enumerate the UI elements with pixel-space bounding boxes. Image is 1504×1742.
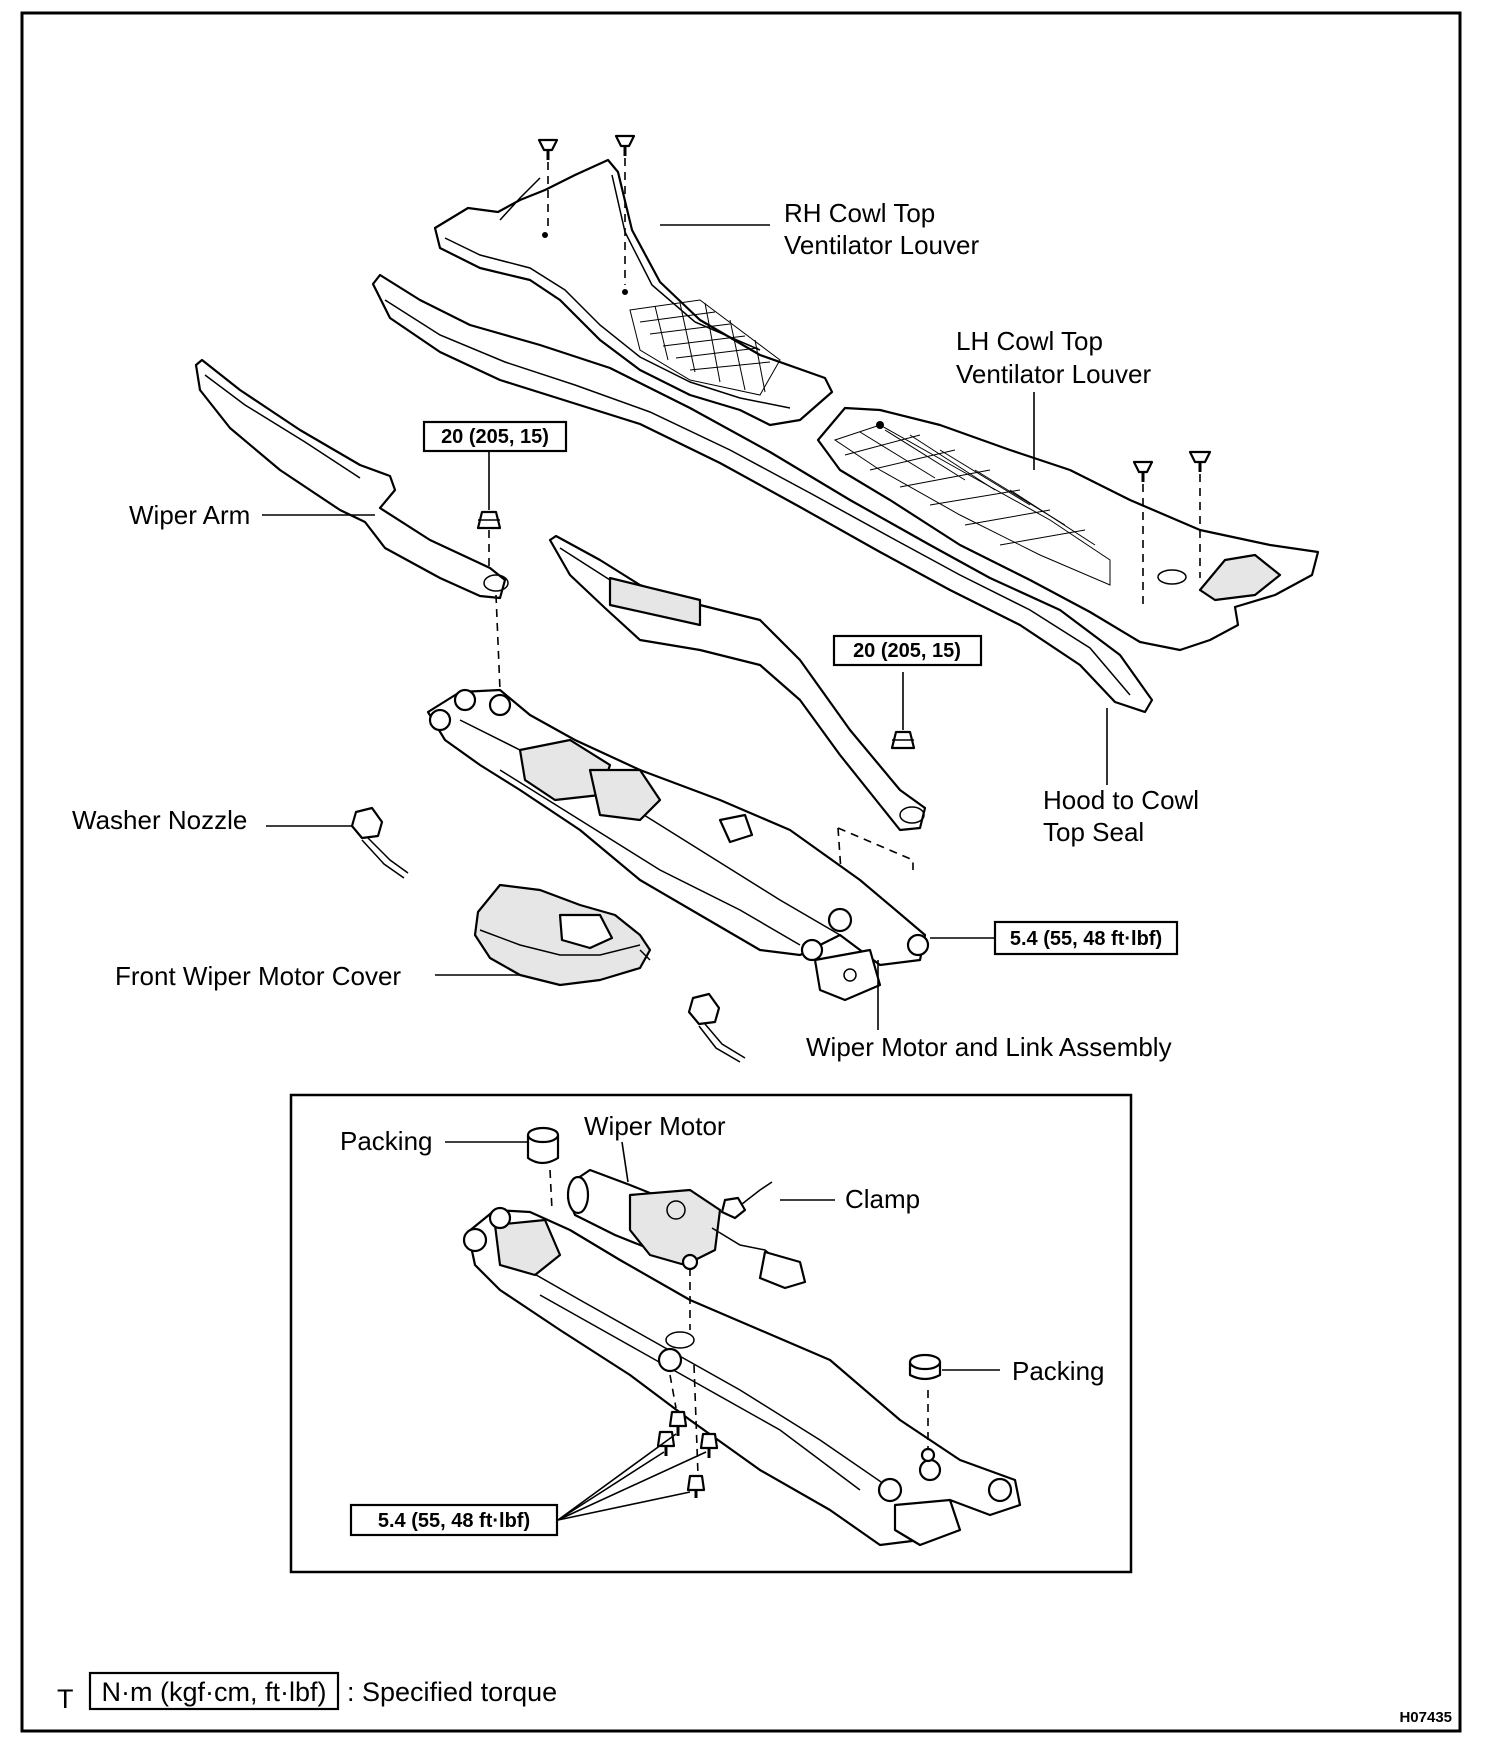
- wiper-arm-left: [194, 358, 509, 600]
- inset-link-assembly: [462, 1206, 1022, 1547]
- lh-cowl-label-1: LH Cowl Top: [956, 326, 1103, 356]
- torque-link-bolt-text: 5.4 (55, 48 ft·lbf): [1010, 928, 1162, 950]
- inset-packing-top-label: Packing: [340, 1126, 433, 1156]
- arm-nut-right: [890, 730, 916, 750]
- inset-packing-right: [908, 1353, 942, 1381]
- rh-cowl-label-1: RH Cowl Top: [784, 198, 935, 228]
- hood-to-cowl-seal: [371, 273, 1154, 714]
- lh-cowl-louver: [816, 406, 1320, 652]
- inset-clamp-label: Clamp: [845, 1184, 920, 1214]
- torque-right-arm-text: 20 (205, 15): [853, 640, 961, 662]
- legend-description: : Specified torque: [347, 1677, 557, 1707]
- motor-link-assembly-label: Wiper Motor and Link Assembly: [806, 1032, 1172, 1062]
- lh-cowl-label-2: Ventilator Louver: [956, 359, 1151, 389]
- arm-nut-left: [476, 510, 502, 530]
- inset-wiper-motor: [566, 1168, 807, 1290]
- inset-clamp: [720, 1181, 773, 1220]
- rh-cowl-label-2: Ventilator Louver: [784, 230, 979, 260]
- hood-seal-label-1: Hood to Cowl: [1043, 785, 1199, 815]
- legend-unit-box: [88, 1671, 340, 1711]
- inset-bolt-2: [656, 1430, 676, 1456]
- inset-bolt-4: [686, 1474, 706, 1498]
- torque-box-right-arm: 20 (205, 15): [832, 634, 983, 667]
- wiper-arm-right: [548, 534, 927, 832]
- clip-lh-2: [1188, 450, 1212, 472]
- inset-packing-right-label: Packing: [1012, 1356, 1105, 1386]
- legend-prefix: T: [57, 1684, 74, 1714]
- inset-packing-top: [526, 1126, 560, 1165]
- clip-rh-1: [537, 138, 559, 160]
- wiper-arm-label: Wiper Arm: [129, 500, 250, 530]
- wiper-link-assembly: [426, 688, 930, 1002]
- inset-wiper-motor-label: Wiper Motor: [584, 1111, 726, 1141]
- torque-box-link-bolt: 5.4 (55, 48 ft·lbf): [993, 920, 1179, 956]
- torque-left-arm-text: 20 (205, 15): [441, 426, 549, 448]
- outer-frame: [20, 11, 1462, 1733]
- clip-lh-1: [1132, 460, 1154, 482]
- clip-rh-2: [614, 134, 636, 156]
- torque-box-left-arm: 20 (205, 15): [422, 420, 568, 453]
- washer-nozzle-right: [687, 992, 746, 1063]
- torque-motor-bolts-text: 5.4 (55, 48 ft·lbf): [378, 1510, 530, 1532]
- front-wiper-motor-cover: [473, 883, 652, 987]
- inset-frame: [289, 1093, 1133, 1574]
- legend-unit-text: N·m (kgf·cm, ft·lbf): [102, 1677, 327, 1707]
- torque-box-motor-bolts: 5.4 (55, 48 ft·lbf): [349, 1503, 559, 1537]
- hood-seal-label-2: Top Seal: [1043, 817, 1144, 847]
- rh-cowl-louver: [433, 158, 834, 427]
- figure-code: H07435: [1399, 1709, 1452, 1726]
- washer-nozzle-label: Washer Nozzle: [72, 805, 247, 835]
- motor-cover-label: Front Wiper Motor Cover: [115, 961, 401, 991]
- washer-nozzle-left: [350, 806, 409, 879]
- inset-bolt-1: [668, 1410, 688, 1436]
- inset-bolt-3: [699, 1432, 719, 1458]
